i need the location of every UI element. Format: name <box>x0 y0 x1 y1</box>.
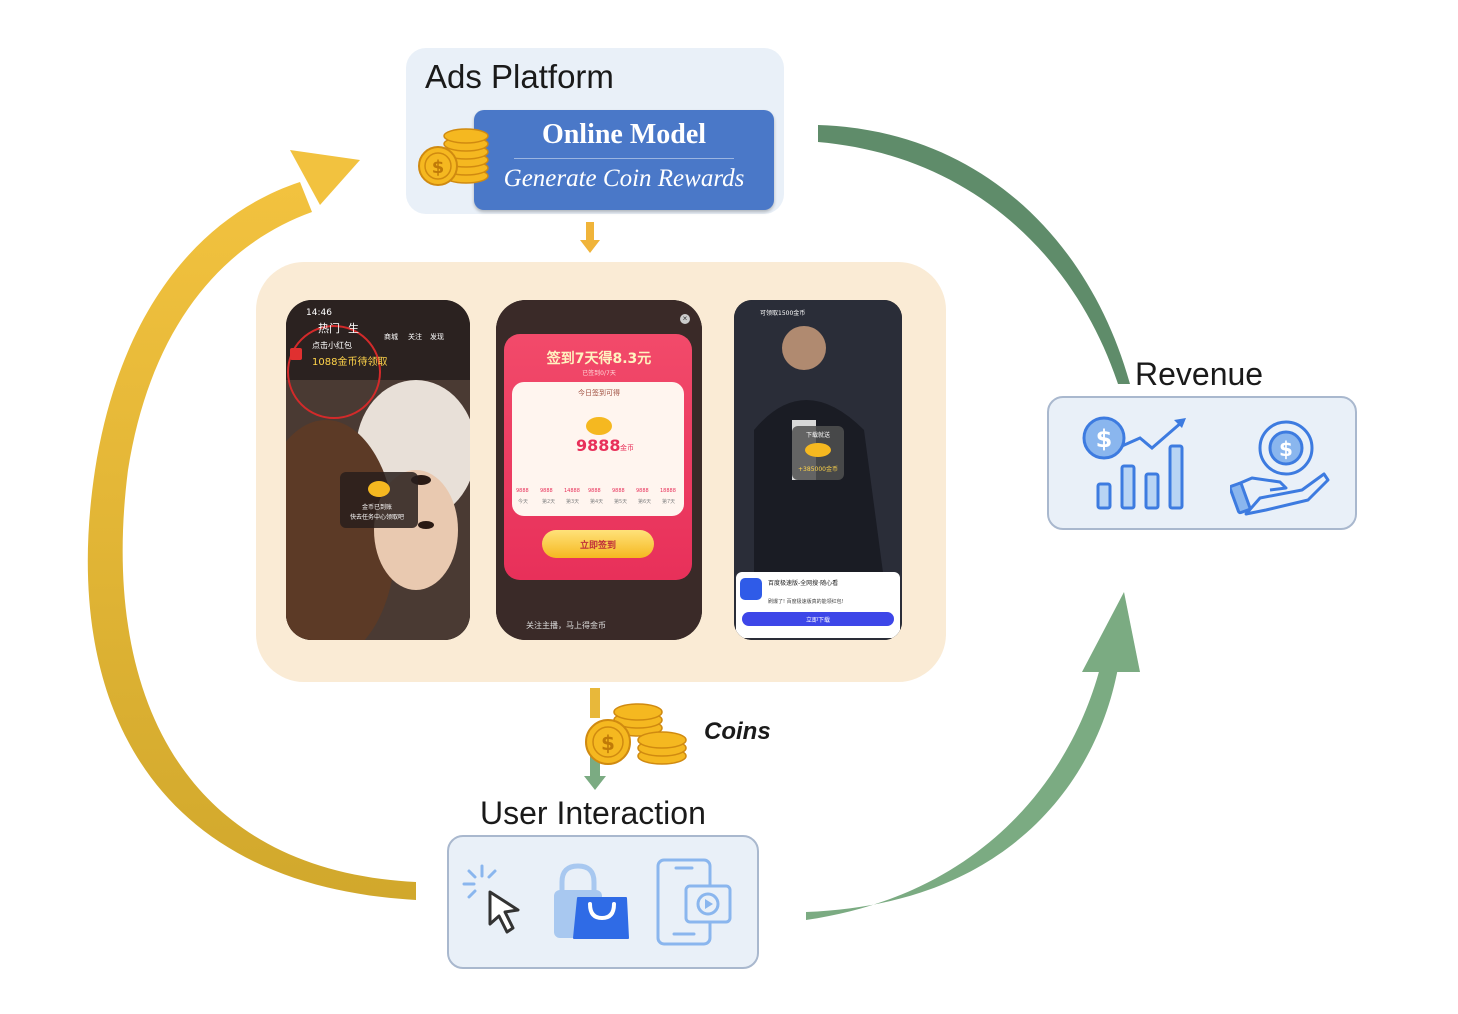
green-arrow-bottom <box>806 668 1118 920</box>
checkin-headline: 签到7天得8.3元 <box>546 351 652 367</box>
phone-screen-download-ad: 可领取1500金币 下载就送 +385000金币 百度极速版-全网搜·随心看 刷… <box>734 300 902 640</box>
svg-text:$: $ <box>1096 425 1113 453</box>
svg-text:$: $ <box>432 157 445 178</box>
revenue-title: Revenue <box>1135 356 1264 392</box>
phone1-tab-hot[interactable]: 热门 <box>318 322 340 335</box>
online-model-divider <box>514 158 734 159</box>
green-arrow-top <box>818 125 1130 384</box>
online-model-title: Online Model <box>541 119 707 150</box>
checkin-inner-card <box>512 382 684 516</box>
phone1-tab-follow[interactable]: 关注 <box>408 333 422 341</box>
revenue-growth-chart-icon: $ <box>1082 416 1186 510</box>
checkin-footer: 关注主播，马上得金币 <box>526 621 606 630</box>
gold-arrow-head <box>290 150 360 205</box>
ad-description: 刷爆了! 百度极速版真的能领红包! <box>768 599 844 605</box>
phone1-hint: 点击小红包 <box>312 341 352 350</box>
phone1-coins-pending: 1088金币待领取 <box>312 357 388 368</box>
coin-stack-icon: $ <box>418 128 489 186</box>
svg-text:$: $ <box>601 731 615 755</box>
hand-money-icon: $ <box>1230 420 1330 516</box>
checkin-amount: 9888 <box>576 436 621 455</box>
green-arrow-bottom-head <box>1082 592 1140 672</box>
phone1-tab-life[interactable]: 生 <box>348 322 359 335</box>
online-model-subtitle: Generate Coin Rewards <box>503 165 745 192</box>
video-feed-background <box>286 300 470 640</box>
phone1-toast: 金币已到账 快去任务中心领取吧 <box>340 472 418 528</box>
ad-reward-badge: 下载就送 +385000金币 <box>792 426 844 480</box>
coin-icon <box>805 443 831 457</box>
user-interaction-title: User Interaction <box>480 795 706 831</box>
phone1-toast-line2: 快去任务中心领取吧 <box>350 514 405 521</box>
down-arrow-shaft-green <box>590 755 600 779</box>
app-logo-icon <box>740 578 762 600</box>
click-cursor-icon <box>462 864 520 934</box>
checkin-button[interactable]: 立即签到 <box>542 530 654 558</box>
ad-app-name: 百度极速版-全网搜·随心看 <box>768 580 839 587</box>
coins-icon: $ <box>585 703 687 765</box>
svg-text:$: $ <box>1279 437 1293 461</box>
checkin-unit: 金币 <box>620 444 634 452</box>
phone1-tab-mall[interactable]: 商城 <box>384 333 398 341</box>
shopping-bag-icon <box>554 863 629 939</box>
ad-download-button[interactable]: 立即下载 <box>742 612 894 626</box>
close-icon[interactable]: × <box>680 314 690 324</box>
ad-top-bar: 可领取1500金币 <box>760 310 806 317</box>
coins-label: Coins <box>704 718 771 745</box>
phone-screen-video-feed: 14:46 热门 生 商城 关注 发现 点击小红包 1088金币待领取 金币已到… <box>286 300 470 640</box>
down-arrow-shaft-gold <box>590 688 600 718</box>
mobile-video-icon <box>656 858 732 946</box>
checkin-progress: 已签到0/7天 <box>582 370 616 377</box>
phone1-tab-discover[interactable]: 发现 <box>430 333 444 341</box>
coin-icon <box>368 481 390 497</box>
ad-download-card: 百度极速版-全网搜·随心看 刷爆了! 百度极速版真的能领红包! 立即下载 <box>736 572 900 638</box>
online-model-box <box>474 110 774 210</box>
ads-platform-title: Ads Platform <box>425 58 614 95</box>
down-arrow-ads <box>580 222 600 253</box>
down-arrow-head-green <box>584 776 606 790</box>
phone1-time: 14:46 <box>306 308 332 318</box>
phone1-toast-line1: 金币已到账 <box>362 504 393 511</box>
coin-icon <box>586 417 612 435</box>
checkin-today-label: 今日签到可得 <box>578 389 620 397</box>
